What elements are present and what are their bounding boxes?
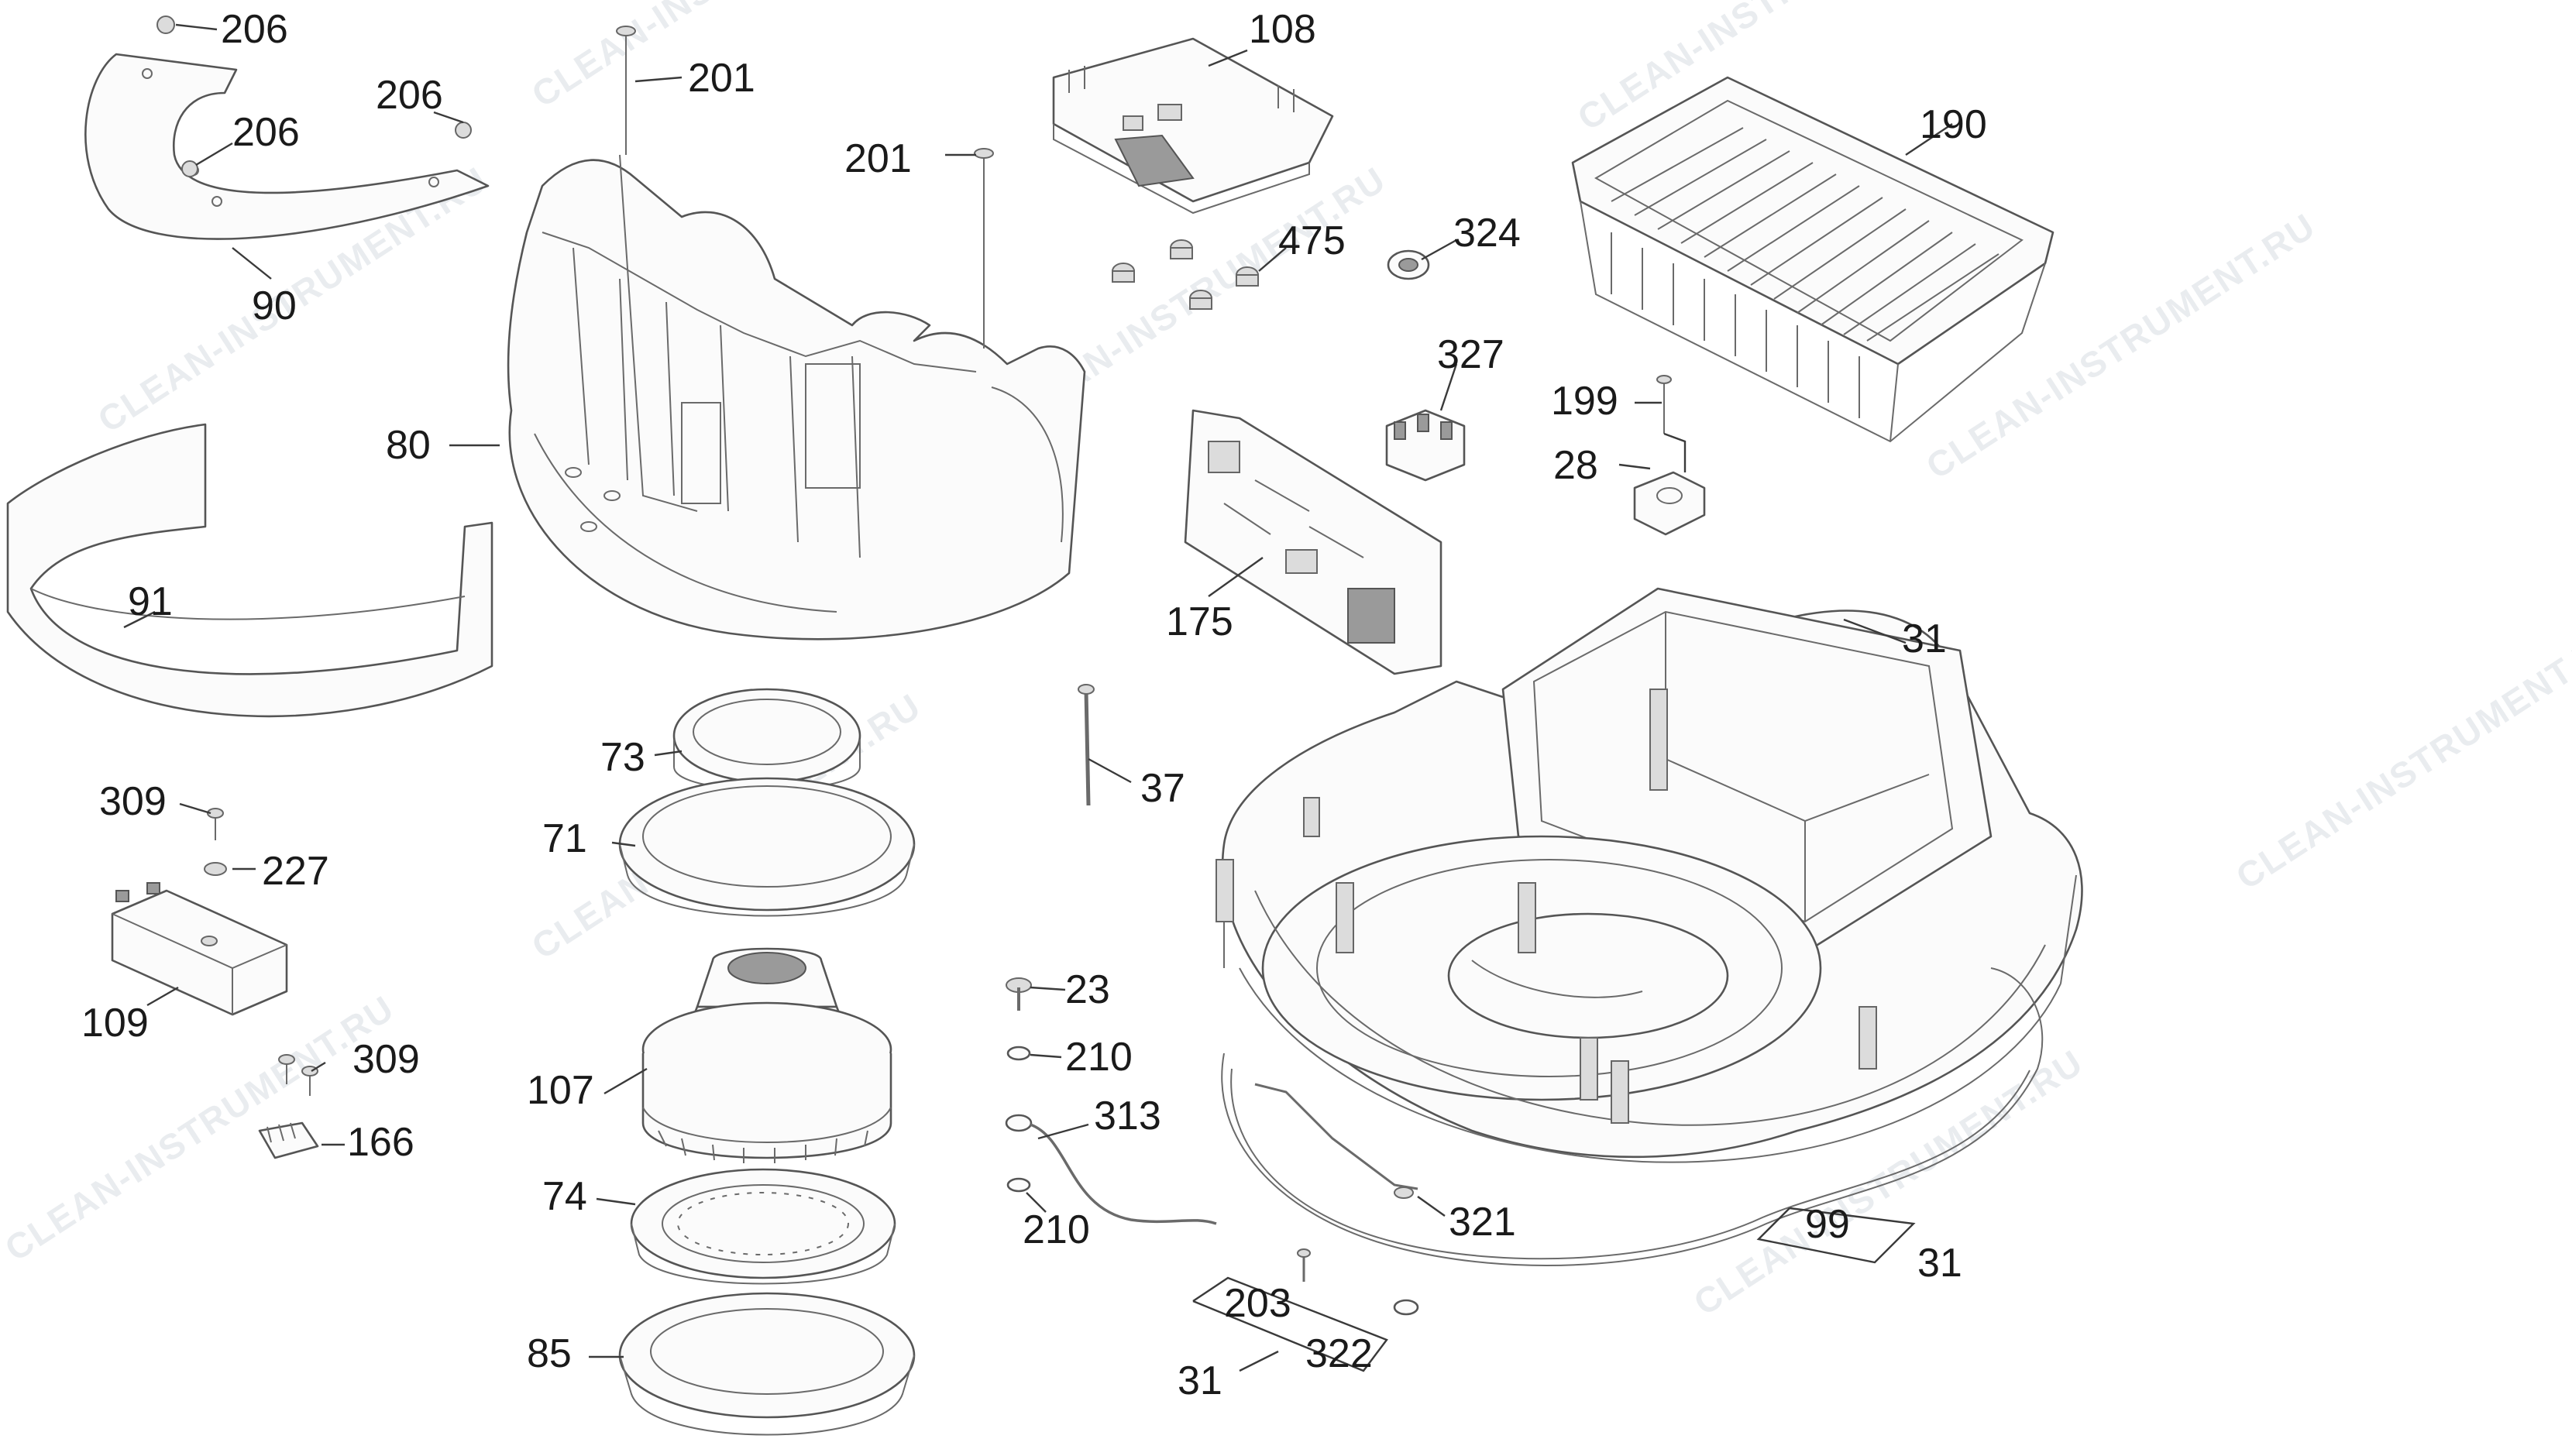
- callout-206: 206: [221, 7, 288, 52]
- part-71-ring: [618, 777, 916, 917]
- part-74-bearing-ring: [630, 1168, 896, 1285]
- part-80-upper-housing: [507, 154, 1086, 640]
- part-108-circuit-board: [1052, 37, 1334, 215]
- callout-313: 313: [1094, 1094, 1161, 1138]
- callout-324: 324: [1453, 211, 1521, 256]
- callout-175: 175: [1166, 599, 1233, 644]
- part-203-screw: [1297, 1248, 1311, 1282]
- callout-71: 71: [542, 816, 587, 861]
- callout-90: 90: [252, 283, 297, 328]
- part-107-motor: [641, 947, 892, 1163]
- callout-28: 28: [1553, 443, 1598, 488]
- callout-227: 227: [262, 849, 329, 894]
- callout-206: 206: [376, 73, 443, 118]
- callout-31: 31: [1917, 1241, 1962, 1286]
- callout-91: 91: [128, 579, 173, 624]
- part-99-gasket: [1221, 967, 2044, 1266]
- callout-74: 74: [542, 1174, 587, 1219]
- part-109-module: [111, 882, 288, 1016]
- callout-99: 99: [1805, 1202, 1850, 1247]
- callout-37: 37: [1140, 766, 1185, 811]
- callout-107: 107: [527, 1068, 594, 1113]
- callout-322: 322: [1305, 1331, 1373, 1376]
- leader-lines: [123, 23, 1953, 1372]
- callout-210: 210: [1023, 1207, 1090, 1252]
- callout-108: 108: [1249, 7, 1316, 52]
- part-475-feet: [1112, 239, 1259, 310]
- part-321-clip: [1254, 1083, 1418, 1199]
- part-28-clamp: [1633, 471, 1706, 536]
- watermark: CLEAN-INSTRUMENT.RU: [0, 987, 401, 1269]
- callout-201: 201: [844, 136, 912, 181]
- callout-31: 31: [1178, 1358, 1222, 1403]
- part-324-ring: [1387, 249, 1430, 280]
- callout-321: 321: [1449, 1200, 1516, 1245]
- part-210-washer-upper: [1006, 1046, 1031, 1061]
- part-313-ground-cable: [1005, 1114, 1217, 1225]
- callout-309: 309: [99, 779, 167, 824]
- callout-85: 85: [527, 1331, 572, 1376]
- part-199-screw: [1656, 375, 1672, 434]
- callout-206: 206: [232, 110, 300, 155]
- callout-203: 203: [1224, 1281, 1291, 1326]
- part-322-washer: [1393, 1299, 1419, 1316]
- callout-73: 73: [600, 735, 645, 780]
- callout-210: 210: [1065, 1035, 1133, 1080]
- callout-166: 166: [347, 1120, 414, 1165]
- watermark: CLEAN-INSTRUMENT.RU: [2229, 616, 2572, 898]
- base-posts: [1216, 689, 1877, 1124]
- callout-199: 199: [1551, 379, 1618, 424]
- callout-475: 475: [1278, 218, 1346, 263]
- callout-309: 309: [352, 1037, 420, 1082]
- part-210-washer-lower: [1006, 1177, 1031, 1193]
- callout-labels: 206 206 206 90 201 201 80 91 108 475 324…: [81, 7, 1987, 1403]
- part-190-filter: [1571, 76, 2055, 443]
- part-91-band: [6, 423, 493, 718]
- filter-pleats: [1611, 127, 1999, 418]
- part-166-clip: [258, 1121, 319, 1159]
- callout-327: 327: [1437, 332, 1504, 377]
- callout-201: 201: [688, 56, 755, 101]
- callout-23: 23: [1065, 967, 1110, 1012]
- callout-109: 109: [81, 1001, 149, 1046]
- part-227-washer: [204, 862, 227, 876]
- part-327-switch: [1385, 409, 1466, 482]
- part-31-base-housing: [1216, 587, 2083, 1163]
- part-201-screws: [616, 26, 994, 349]
- part-37-rod: [1078, 684, 1095, 806]
- part-175-power-board: [1184, 409, 1442, 675]
- part-85-base-ring: [618, 1292, 916, 1436]
- callout-31: 31: [1902, 616, 1947, 661]
- part-23-screw: [1006, 977, 1032, 1011]
- part-309-screws-lower: [278, 1054, 318, 1096]
- callout-80: 80: [386, 423, 431, 468]
- callout-190: 190: [1920, 102, 1987, 147]
